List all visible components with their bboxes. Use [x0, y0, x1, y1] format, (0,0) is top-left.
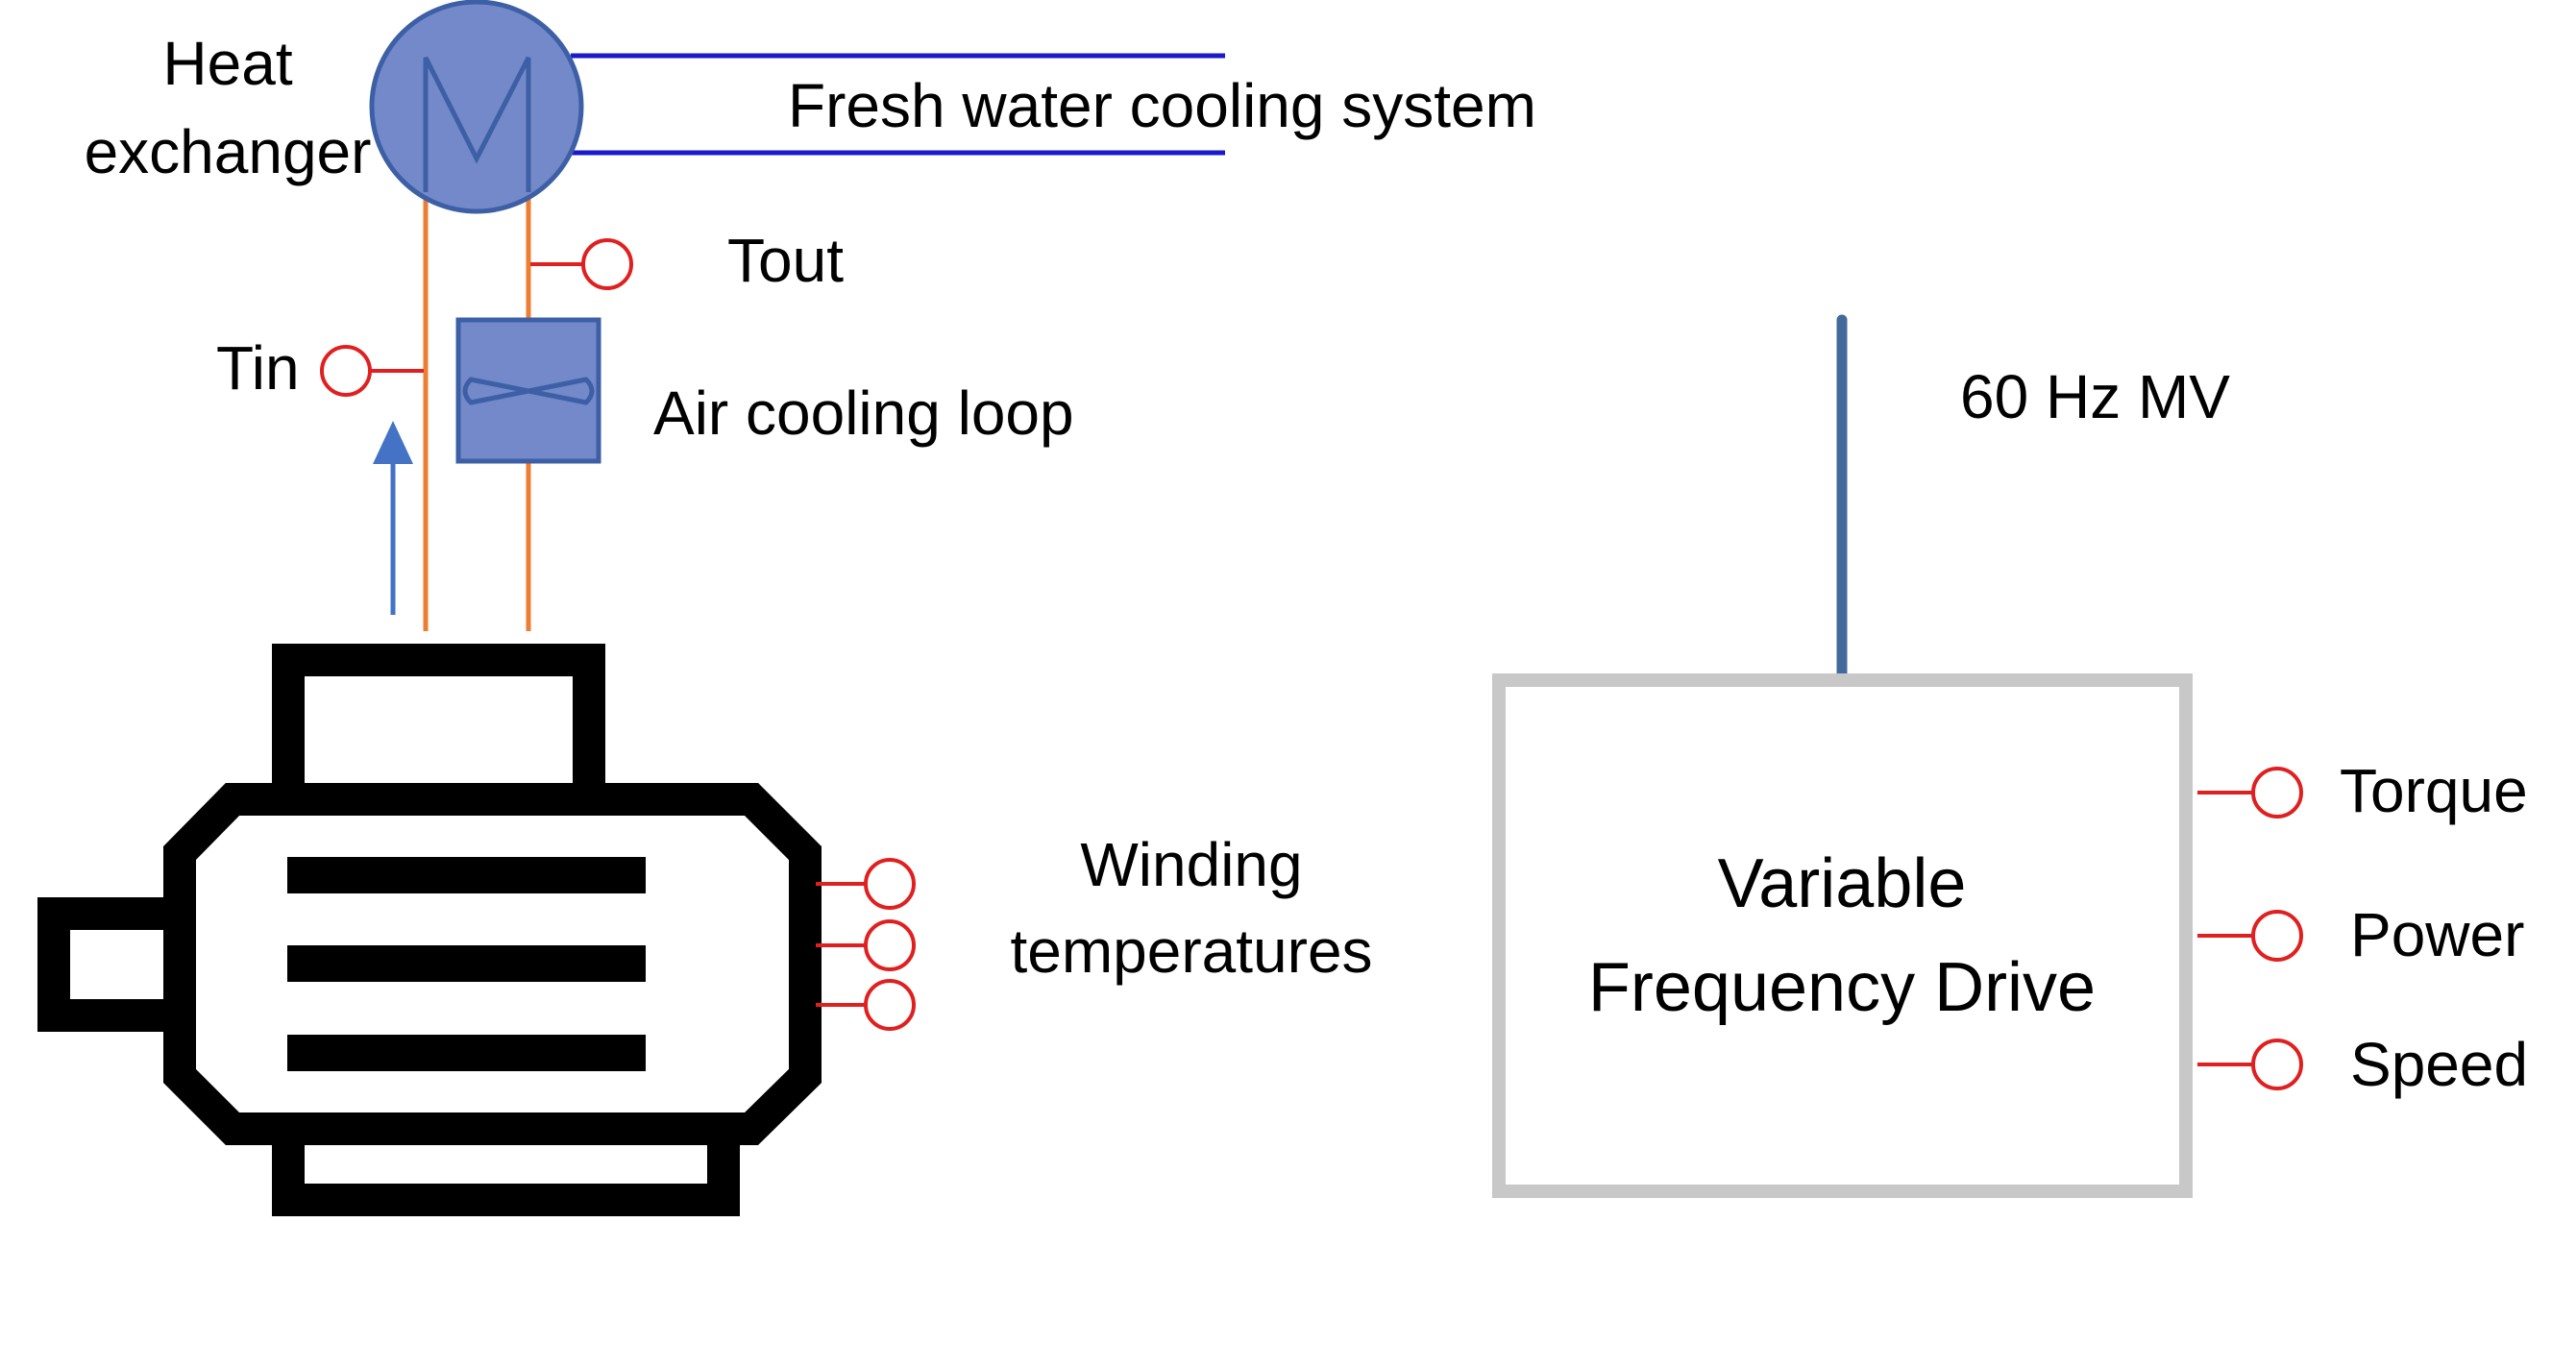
vfd-box — [1492, 673, 2193, 1198]
power-label: Power — [2350, 900, 2524, 969]
winding-sensors — [816, 858, 916, 1031]
power-sensor-icon — [2197, 910, 2303, 962]
air-cooling-loop-label: Air cooling loop — [653, 379, 1074, 448]
fan-icon — [455, 317, 601, 464]
speed-label: Speed — [2350, 1030, 2528, 1099]
torque-sensor-icon — [2197, 767, 2303, 819]
heat-exchanger-label-line1: Heat — [162, 29, 292, 98]
winding-sensor-icon — [816, 919, 916, 971]
winding-sensor-icon — [816, 979, 916, 1031]
air-loop-pipes — [423, 192, 531, 631]
winding-sensor-icon — [816, 858, 916, 910]
heat-exchanger-label-line2: exchanger — [85, 117, 372, 186]
motor-icon — [37, 644, 822, 1216]
torque-label: Torque — [2340, 756, 2528, 825]
vfd-label-line1: Variable — [1718, 845, 1967, 922]
winding-label-line2: temperatures — [1010, 917, 1372, 986]
vfd-label-line2: Frequency Drive — [1588, 949, 2096, 1026]
supply-label: 60 Hz MV — [1960, 362, 2230, 431]
speed-sensor-icon — [2197, 1039, 2303, 1090]
fresh-water-lines — [571, 53, 1225, 156]
fresh-water-label: Fresh water cooling system — [788, 71, 1536, 140]
tin-label: Tin — [216, 333, 300, 403]
tout-sensor-icon — [530, 238, 633, 290]
heat-exchanger-icon — [369, 0, 584, 214]
airflow-arrow-icon — [373, 421, 413, 615]
tout-label: Tout — [727, 226, 844, 295]
winding-label-line1: Winding — [1080, 830, 1302, 899]
tin-sensor-icon — [320, 345, 424, 397]
